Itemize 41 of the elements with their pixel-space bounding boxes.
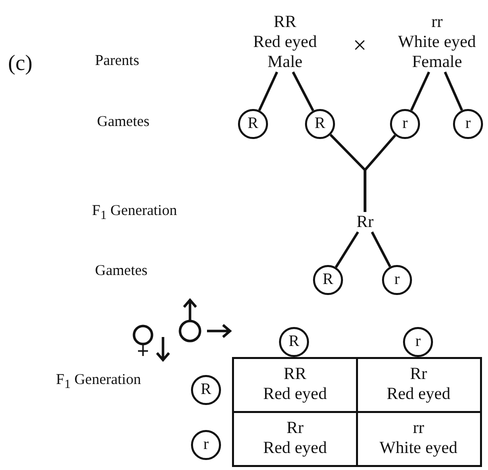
gamete-circle: R	[313, 265, 343, 295]
row-label: Gametes	[97, 114, 150, 131]
gamete-circle: R	[191, 375, 221, 405]
row-label: F$_{1}$ Generation	[92, 203, 177, 223]
connector-line	[292, 71, 314, 112]
genotype-text: Rr	[409, 364, 428, 384]
punnett-cell	[356, 410, 482, 466]
connector-line	[334, 231, 360, 268]
connector-line	[370, 231, 392, 268]
connector-line	[364, 134, 396, 212]
phenotype-text: Red eyed	[262, 438, 328, 458]
phenotype-text: Red eyed	[386, 384, 452, 404]
gamete-circle: r	[191, 430, 221, 460]
genotype-text: RR	[282, 364, 308, 384]
row-label: Gametes	[95, 263, 148, 280]
phenotype-text: Red eyed Male	[252, 32, 318, 72]
phenotype-text: Red eyed	[262, 384, 328, 404]
connector-line	[444, 72, 464, 111]
genotype-text: RR	[272, 12, 298, 32]
panel-label: (c)	[8, 50, 32, 76]
gamete-circle: R	[305, 109, 335, 139]
phenotype-text: White eyed Female	[397, 32, 477, 72]
punnett-cell	[356, 357, 482, 413]
genotype-text: rr	[430, 12, 444, 32]
genotype-text: Rr	[356, 212, 374, 232]
connector-line	[410, 71, 430, 111]
gamete-circle: r	[390, 109, 420, 139]
row-label: F$_{1}$ Generation	[56, 372, 141, 392]
gamete-circle: r	[382, 265, 412, 295]
punnett-cell	[232, 357, 358, 413]
gamete-circle: R	[238, 109, 268, 139]
phenotype-text: White eyed	[378, 438, 458, 458]
connector-line	[258, 71, 278, 111]
genotype-text: rr	[412, 418, 426, 438]
cross-sign: ×	[353, 33, 367, 60]
punnett-cell	[232, 410, 358, 466]
gamete-circle: R	[279, 327, 309, 357]
row-label: Parents	[95, 53, 140, 70]
gamete-circle: r	[453, 109, 483, 139]
gamete-circle: r	[403, 327, 433, 357]
genotype-text: Rr	[286, 418, 304, 438]
